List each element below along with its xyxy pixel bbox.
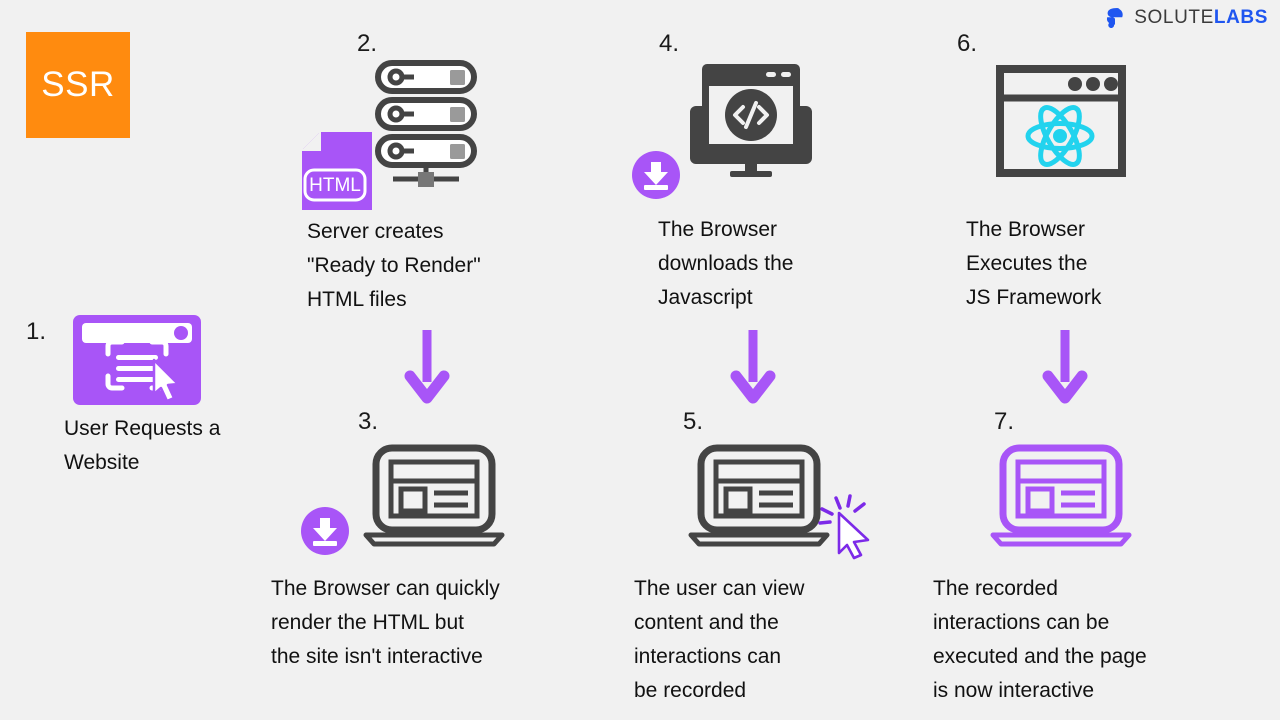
- brand-wordmark: SOLUTELABS: [1134, 7, 1268, 29]
- step-5-number: 5.: [683, 408, 704, 435]
- step-5-caption: The user can view content and the intera…: [634, 577, 805, 702]
- download-badge-icon: [632, 151, 680, 199]
- solutelabs-logo-icon: [1103, 6, 1127, 30]
- html-file-icon: HTML: [300, 130, 378, 212]
- laptop-icon: [990, 444, 1132, 547]
- monitor-code-icon: [688, 62, 814, 180]
- step-6-caption: The Browser Executes the JS Framework: [966, 218, 1102, 309]
- brand-name-part1: SOLUTE: [1134, 7, 1214, 28]
- step-7-caption: The recorded interactions can be execute…: [933, 577, 1147, 702]
- arrow-step2-to-step3: [404, 330, 450, 404]
- solutelabs-logo: SOLUTELABS: [1103, 6, 1268, 30]
- step-6-number: 6.: [957, 30, 978, 57]
- download-badge-icon: [301, 507, 349, 555]
- step-1-number: 1.: [26, 318, 47, 345]
- arrow-step4-to-step5: [730, 330, 776, 404]
- step-1-caption: User Requests a Website: [64, 417, 221, 474]
- step-3-caption: The Browser can quickly render the HTML …: [271, 577, 500, 668]
- ssr-title-badge: SSR: [26, 32, 130, 138]
- laptop-icon: [363, 444, 505, 547]
- svg-text:HTML: HTML: [309, 175, 361, 196]
- brand-name-part2: LABS: [1213, 7, 1268, 28]
- server-rack-icon: [375, 60, 479, 187]
- step-2-number: 2.: [357, 30, 378, 57]
- step-7-number: 7.: [994, 408, 1015, 435]
- step-2-caption: Server creates "Ready to Render" HTML fi…: [307, 220, 481, 311]
- laptop-icon: [688, 444, 830, 547]
- step-3-number: 3.: [358, 408, 379, 435]
- arrow-step6-to-step7: [1042, 330, 1088, 404]
- step-4-caption: The Browser downloads the Javascript: [658, 218, 794, 309]
- browser-window-cursor-icon: [72, 314, 202, 406]
- ssr-title-label: SSR: [41, 65, 115, 104]
- step-4-number: 4.: [659, 30, 680, 57]
- click-cursor-icon: [818, 492, 878, 560]
- browser-react-icon: [996, 65, 1126, 177]
